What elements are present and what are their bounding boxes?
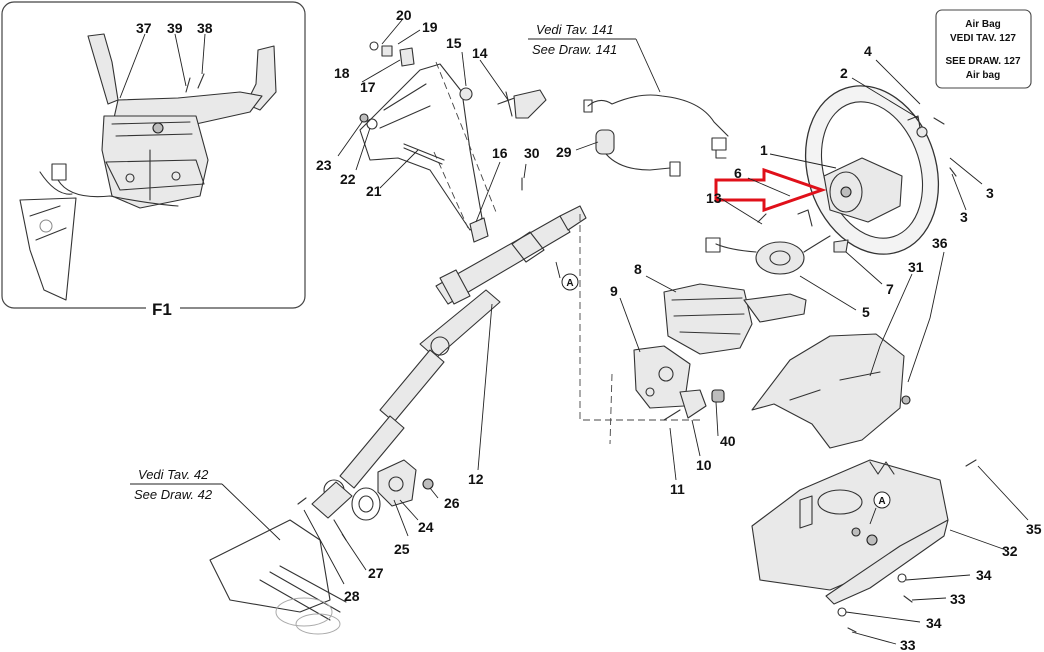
airbag-line2: VEDI TAV. 127 bbox=[950, 33, 1016, 44]
airbag-line3: SEE DRAW. 127 bbox=[945, 56, 1020, 67]
callout-21: 21 bbox=[366, 183, 382, 199]
callout-40: 40 bbox=[720, 433, 736, 449]
callout-18: 18 bbox=[334, 65, 350, 81]
callout-30: 30 bbox=[524, 145, 540, 161]
callout-2: 2 bbox=[840, 65, 848, 81]
callout-33: 33 bbox=[950, 591, 966, 607]
callout-7: 7 bbox=[886, 281, 894, 297]
callout-8: 8 bbox=[634, 261, 642, 277]
marker-a-2: A bbox=[878, 496, 885, 507]
callout-3-b: 3 bbox=[960, 209, 968, 225]
steering-wheel bbox=[804, 85, 957, 255]
callout-34: 34 bbox=[976, 567, 992, 583]
callout-numbers: 1 2 3 3 4 5 6 7 8 9 10 11 12 13 14 15 16… bbox=[316, 7, 1042, 652]
callout-29: 29 bbox=[556, 144, 572, 160]
callout-34-b: 34 bbox=[926, 615, 942, 631]
callout-26: 26 bbox=[444, 495, 460, 511]
callout-23: 23 bbox=[316, 157, 332, 173]
callout-39: 39 bbox=[167, 20, 183, 36]
switch-assembly bbox=[633, 209, 849, 421]
callout-16: 16 bbox=[492, 145, 508, 161]
ref-see-141: See Draw. 141 bbox=[532, 42, 617, 57]
callout-25: 25 bbox=[394, 541, 410, 557]
inset-panel-f1: F1 37 39 38 bbox=[1, 1, 306, 320]
callout-31: 31 bbox=[908, 259, 924, 275]
marker-a-1: A bbox=[566, 278, 573, 289]
inset-label-f1: F1 bbox=[152, 300, 172, 319]
connector-marker-a: A A bbox=[555, 261, 891, 525]
callout-5: 5 bbox=[862, 304, 870, 320]
callout-13: 13 bbox=[706, 190, 722, 206]
callout-37: 37 bbox=[136, 20, 152, 36]
wiring-harness bbox=[583, 94, 729, 159]
callout-17: 17 bbox=[360, 79, 376, 95]
callout-6: 6 bbox=[734, 165, 742, 181]
callout-11: 11 bbox=[670, 481, 685, 497]
callout-1: 1 bbox=[760, 142, 768, 158]
callout-35: 35 bbox=[1026, 521, 1042, 537]
callout-20: 20 bbox=[396, 7, 412, 23]
callout-33-b: 33 bbox=[900, 637, 916, 652]
ref-vedi-42: Vedi Tav. 42 bbox=[138, 467, 209, 482]
callout-36: 36 bbox=[932, 235, 948, 251]
small-parts-lower bbox=[297, 459, 434, 541]
callout-28: 28 bbox=[344, 588, 360, 604]
callout-3: 3 bbox=[986, 185, 994, 201]
ref-see-42: See Draw. 42 bbox=[134, 487, 213, 502]
callout-19: 19 bbox=[422, 19, 438, 35]
airbag-reference-box: Air Bag VEDI TAV. 127 SEE DRAW. 127 Air … bbox=[935, 9, 1032, 89]
reference-bottom: Vedi Tav. 42 See Draw. 42 bbox=[130, 467, 281, 541]
callout-10: 10 bbox=[696, 457, 712, 473]
callout-9: 9 bbox=[610, 283, 618, 299]
callout-38: 38 bbox=[197, 20, 213, 36]
leader-lines bbox=[303, 19, 1029, 645]
callout-24: 24 bbox=[418, 519, 434, 535]
ref-vedi-141: Vedi Tav. 141 bbox=[536, 22, 614, 37]
airbag-line4: Air bag bbox=[966, 70, 1000, 81]
column-covers bbox=[751, 333, 977, 633]
reference-top: Vedi Tav. 141 See Draw. 141 bbox=[528, 22, 661, 93]
callout-27: 27 bbox=[368, 565, 384, 581]
steering-column bbox=[209, 61, 700, 635]
callout-4: 4 bbox=[864, 43, 872, 59]
small-parts-upper bbox=[359, 41, 681, 243]
callout-14: 14 bbox=[472, 45, 488, 61]
callout-12: 12 bbox=[468, 471, 484, 487]
callout-22: 22 bbox=[340, 171, 356, 187]
airbag-line1: Air Bag bbox=[965, 19, 1001, 30]
highlight-arrow bbox=[714, 167, 827, 213]
callout-15: 15 bbox=[446, 35, 462, 51]
callout-32: 32 bbox=[1002, 543, 1018, 559]
